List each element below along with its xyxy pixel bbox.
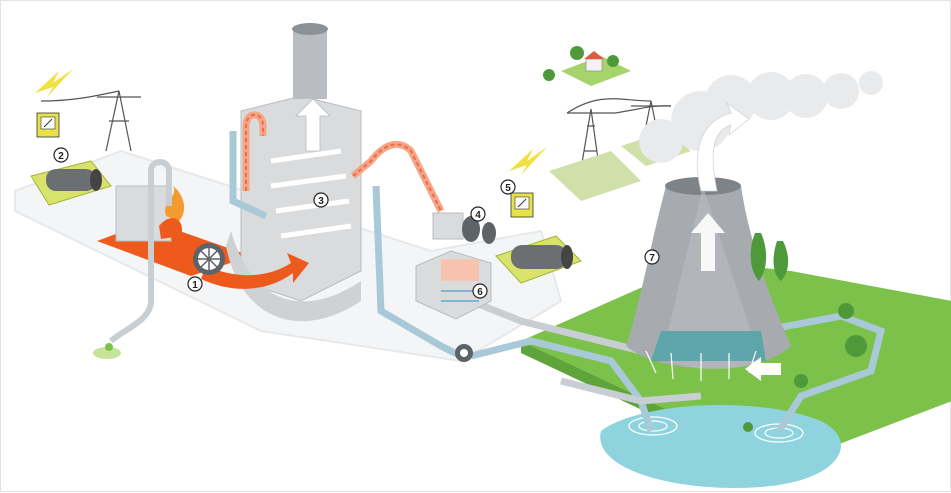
turbine	[432, 212, 496, 244]
pump-icon	[455, 344, 473, 362]
tree-icon	[543, 46, 619, 81]
generator-left	[30, 160, 112, 206]
waste-outlet	[93, 343, 121, 359]
vapor-plume	[639, 71, 883, 163]
meter-icon	[36, 112, 60, 138]
callout-3: 3	[313, 192, 329, 208]
fan-icon	[193, 243, 225, 275]
condenser	[415, 250, 492, 320]
svg-text:7: 7	[649, 253, 655, 264]
feed-pipe	[108, 159, 172, 344]
meter-icon	[510, 192, 534, 218]
steam-pipe-hot-core	[245, 113, 442, 212]
callout-5: 5	[500, 179, 516, 195]
tree-icon	[743, 233, 867, 432]
callout-7: 7	[644, 249, 660, 265]
callout-1: 1	[187, 276, 203, 292]
lake	[600, 404, 841, 488]
boiler-tubes	[270, 148, 352, 239]
arrow-icon	[696, 101, 750, 192]
svg-text:1: 1	[192, 280, 198, 291]
generator-right	[495, 235, 582, 284]
callout-2: 2	[53, 147, 69, 163]
svg-text:4: 4	[475, 210, 481, 221]
callout-6: 6	[472, 283, 488, 299]
lake-ripples	[628, 416, 804, 443]
lightning-bolt-icon	[35, 69, 73, 97]
hot-gas-arrow	[201, 253, 309, 289]
water-pipe-cold	[229, 131, 886, 433]
svg-text:3: 3	[318, 196, 324, 207]
pylon-ground	[549, 151, 641, 201]
svg-text:6: 6	[477, 287, 483, 298]
arrow-icon	[691, 213, 725, 271]
svg-text:5: 5	[505, 183, 511, 194]
lightning-bolt-icon	[509, 147, 547, 175]
callout-4: 4	[470, 206, 486, 222]
boiler-building	[226, 23, 362, 322]
water-pipe-gray	[469, 297, 702, 405]
svg-text:2: 2	[58, 151, 64, 162]
arrow-icon	[745, 357, 781, 381]
